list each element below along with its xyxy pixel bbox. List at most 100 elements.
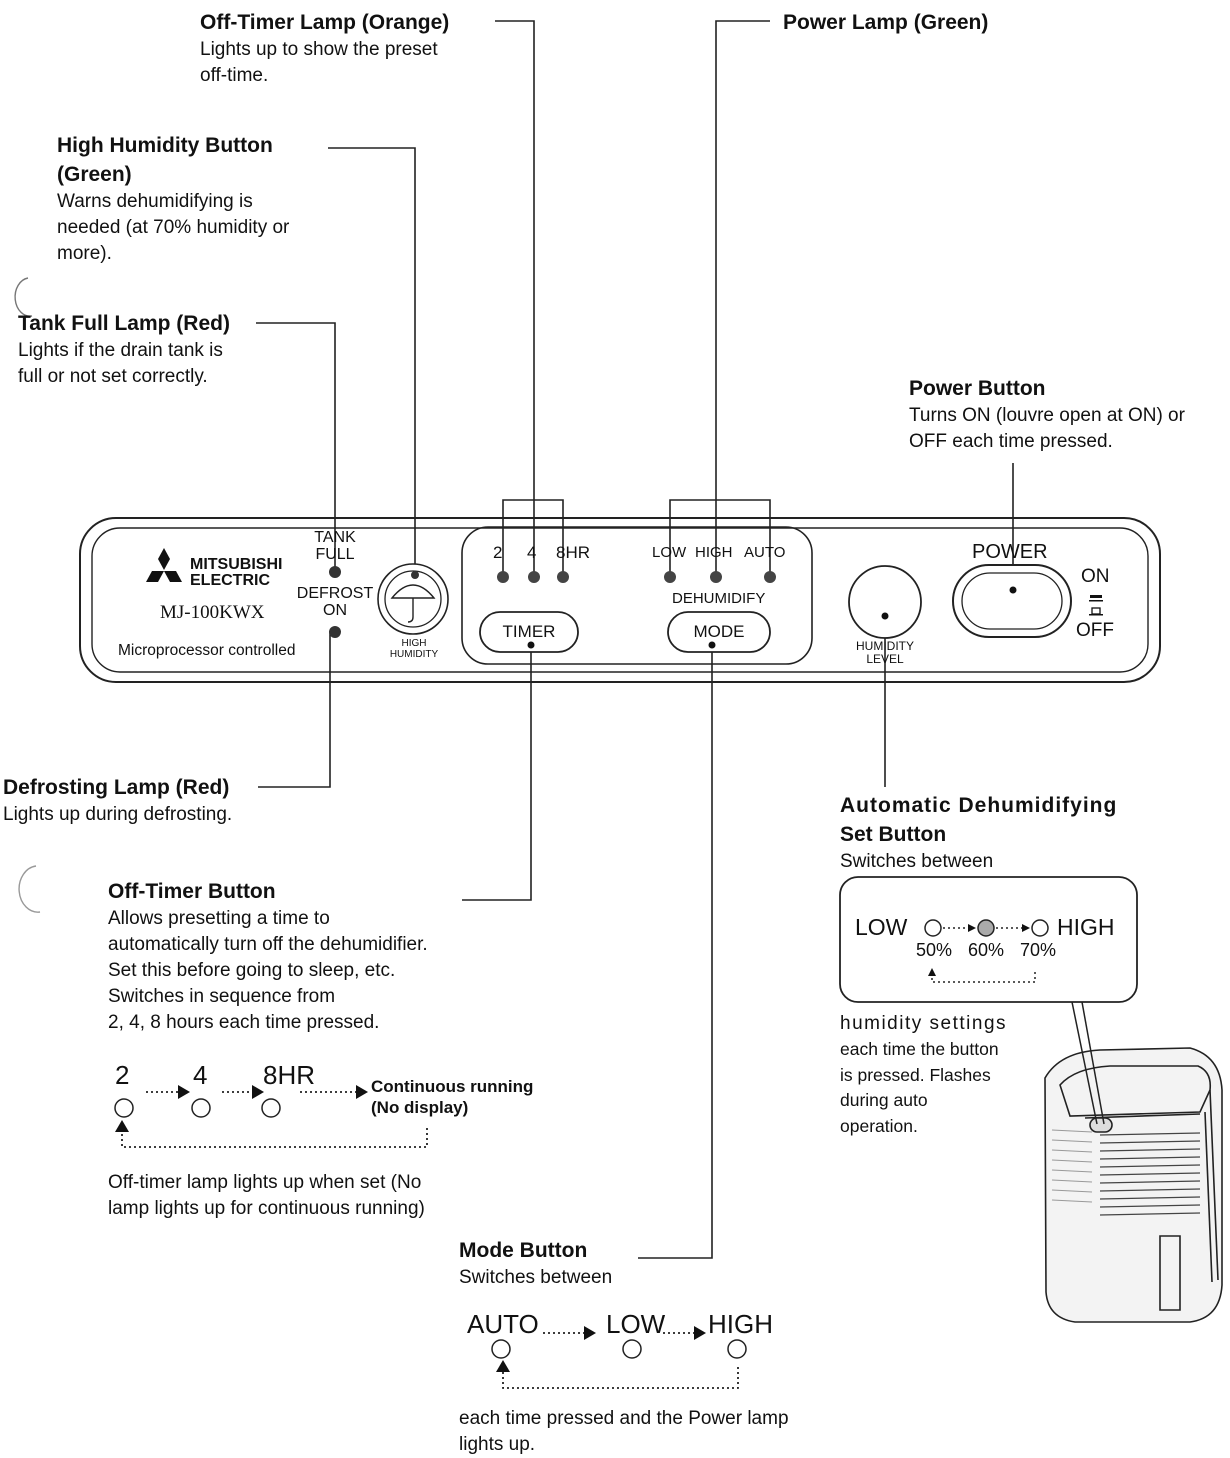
humidity-settings-box [839,876,1138,1003]
mode-button[interactable]: MODE [693,622,745,641]
humidity-seq-low: LOW [855,914,908,940]
humidity-lamp-50 [924,919,942,937]
off-timer-button-desc-5: 2, 4, 8 hours each time pressed. [108,1012,380,1033]
punch-hole-top [14,277,33,317]
high-humidity-label-2: HUMIDITY [389,649,439,660]
off-timer-button-title: Off-Timer Button [108,880,276,903]
callout-auto-dehumid: Automatic Dehumidifying Set Button Switc… [840,791,1117,875]
callout-mode-button: Mode Button Switches between [459,1236,612,1291]
timer-lamp-2 [497,571,509,583]
mode-button-desc-2: lights up. [459,1434,536,1455]
humidity-level-button-shape [848,565,922,639]
timer-seq-4: 4 [193,1060,208,1090]
brand-line-1: MITSUBISHI [190,556,283,573]
auto-dehumid-title-2: Set Button [840,823,947,846]
mode-button-title: Mode Button [459,1239,588,1262]
callout-defrosting: Defrosting Lamp (Red) Lights up during d… [3,773,232,828]
mitsubishi-logo [146,548,182,582]
off-timer-note-1: Off-timer lamp lights up when set (No [108,1172,422,1193]
mode-lamp-label-low: LOW [652,544,687,561]
defrost-lamp [329,626,341,638]
panel-inner [91,527,1149,673]
panel-outer [79,517,1161,683]
leader-defrost [258,632,331,788]
defrost-label-2: ON [323,602,347,619]
timer-seq-lamp-4 [191,1098,211,1118]
mode-lamp-auto [764,571,776,583]
power-lamp-title: Power Lamp (Green) [783,11,989,34]
off-timer-button-desc-2: automatically turn off the dehumidifier. [108,934,428,955]
timer-lamp-8 [557,571,569,583]
panel-subtitle: Microprocessor controlled [118,642,296,659]
mode-lamp-label-high: HIGH [695,544,733,561]
punch-hole-bottom [18,865,41,913]
off-icon [1091,607,1101,615]
auto-dehumid-desc-3: is pressed. Flashes [840,1064,991,1085]
high-humidity-desc-3: more). [57,243,112,264]
off-timer-lamp-title: Off-Timer Lamp (Orange) [200,11,450,34]
mode-button-desc-1: each time pressed and the Power lamp [459,1408,789,1429]
mode-seq-lamp-high [727,1339,747,1359]
defrost-label-1: DEFROST [296,585,374,602]
auto-dehumid-title-1: Automatic Dehumidifying [840,794,1118,817]
humidity-level-label-2: LEVEL [866,652,904,666]
auto-dehumid-desc-top: Switches between [840,851,994,872]
leader-tank-full [256,322,336,570]
mode-lamp-label-auto: AUTO [744,544,786,561]
tank-label-1: TANK [314,529,356,546]
power-button-title: Power Button [909,377,1046,400]
defrosting-desc: Lights up during defrosting. [3,804,233,825]
humidity-level-button[interactable] [849,566,921,638]
timer-seq-2: 2 [115,1060,130,1090]
timer-seq-end-2: (No display) [371,1098,469,1117]
timer-mode-subpanel [461,526,813,665]
humidity-lamp-70 [1031,919,1049,937]
humidity-level-70: 70% [1020,940,1057,960]
off-timer-note: Off-timer lamp lights up when set (No la… [108,1170,425,1222]
tank-full-desc-2: full or not set correctly. [18,366,208,387]
humidity-level-50: 50% [916,940,953,960]
dehumidifier-grille [1099,1132,1201,1216]
humidity-level-60: 60% [968,940,1005,960]
humidity-lamp-60 [977,919,995,937]
timer-seq-end-1: Continuous running [371,1077,534,1096]
humidity-level-label: HUMIDITY LEVEL [845,640,925,666]
timer-button[interactable]: TIMER [502,622,556,641]
mode-button-desc-top: Switches between [459,1267,613,1288]
mode-seq-lamp-auto [491,1339,511,1359]
callout-high-humidity: High Humidity Button (Green) Warns dehum… [57,131,289,267]
timer-seq-end: Continuous running (No display) [371,1076,533,1118]
mode-lamp-high [710,571,722,583]
umbrella-icon [390,584,436,599]
on-icon [1090,595,1102,598]
timer-lamp-label-4: 4 [527,543,537,562]
callout-off-timer-button: Off-Timer Button Allows presetting a tim… [108,877,428,1036]
high-humidity-hit-area[interactable] [378,564,448,634]
timer-lamp-label-8: 8HR [556,543,591,562]
leader-mode-button [638,645,713,1259]
tank-full-title: Tank Full Lamp (Red) [18,312,230,335]
tank-full-desc-1: Lights if the drain tank is [18,340,223,361]
off-timer-button-desc-1: Allows presetting a time to [108,908,330,929]
leader-off-timer-lamp [495,20,535,500]
model-number: MJ-100KWX [160,602,265,623]
timer-seq-8hr: 8HR [263,1060,316,1090]
power-button[interactable] [953,565,1071,637]
timer-button-shape [479,611,579,653]
brand-line-2: ELECTRIC [190,572,270,589]
high-humidity-label-1: HIGH [401,638,427,649]
dehumidify-label: DEHUMIDIFY [672,590,766,607]
power-button-shape [952,564,1072,638]
humidity-seq-high: HIGH [1057,914,1115,940]
off-timer-button-desc-4: Switches in sequence from [108,986,336,1007]
timer-bracket [502,499,564,575]
leader-timer-button [462,645,532,901]
off-label: OFF [1076,620,1114,641]
leader-power-lamp [715,20,770,500]
humidity-level-label-1: HUMIDITY [856,639,914,653]
mode-seq-lamp-low [622,1339,642,1359]
auto-dehumid-desc-5: operation. [840,1115,918,1136]
mode-lamp-low [664,571,676,583]
dehumidifier-illustration [1044,1047,1223,1323]
tank-label-2: FULL [315,546,355,563]
